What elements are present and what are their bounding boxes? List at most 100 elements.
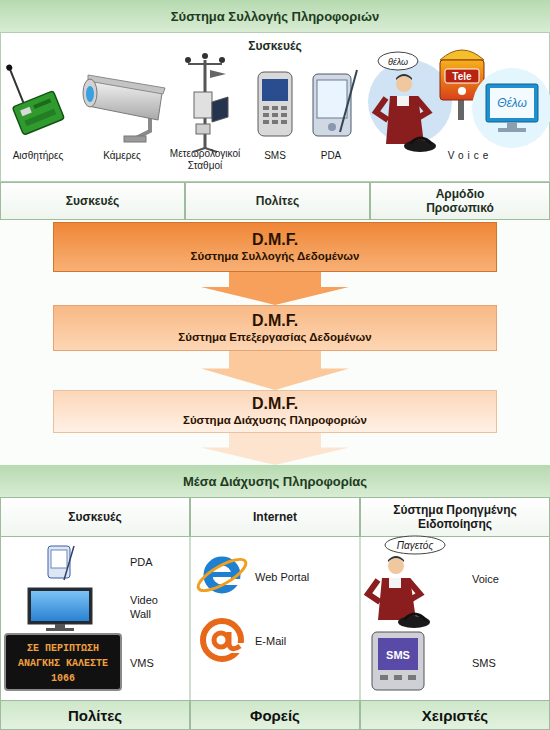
sms-device-icon-part bbox=[408, 675, 416, 680]
pda-icon bbox=[48, 546, 74, 580]
mobile-phone-icon-part bbox=[281, 120, 287, 124]
node-title: D.M.F. bbox=[252, 395, 298, 413]
audience-cell: Φορείς bbox=[190, 700, 360, 730]
sms-device-icon-part bbox=[380, 675, 388, 680]
sensor-icon bbox=[0, 53, 64, 135]
pda-icon-part bbox=[313, 74, 351, 136]
mobile-phone-icon-part bbox=[272, 120, 278, 124]
web-portal-icon-part bbox=[224, 579, 242, 585]
emergency-phone-icon-part bbox=[458, 87, 466, 95]
devices-panel: Συσκευές bbox=[0, 32, 550, 182]
section-panel: Σύστημα Συλλογής ΠληροφοριώνΣυσκευέςΣυσκ… bbox=[0, 0, 550, 220]
mobile-phone-icon-part bbox=[262, 79, 288, 101]
voice-caller-icon-part bbox=[396, 76, 412, 92]
node-title: Μέσα Διάχυσης Πληροφορίας bbox=[0, 465, 550, 498]
web-portal-icon-part bbox=[210, 572, 235, 577]
sensor-icon-part bbox=[33, 99, 51, 109]
node-title: Πολίτες bbox=[68, 707, 122, 724]
pda-icon-part bbox=[64, 546, 74, 580]
process-box: D.M.F.Σύστημα Επεξεργασίας Δεδομένων bbox=[53, 305, 497, 351]
emergency-phone-icon bbox=[440, 50, 484, 120]
audience-cell: Πολίτες bbox=[0, 700, 190, 730]
node-title: Αρμόδιο Προσωπικό bbox=[410, 187, 510, 215]
node-title: Σύστημα Προηγμένης Ειδοποίησης bbox=[380, 503, 530, 531]
video-wall-icon-part bbox=[46, 628, 74, 631]
mobile-phone-icon-part bbox=[263, 106, 269, 110]
voice-caller-icon-part bbox=[385, 536, 445, 554]
voice-caller-icon-part bbox=[396, 74, 412, 80]
voice-caller-icon-part bbox=[410, 138, 432, 144]
computer-monitor-icon-part bbox=[507, 122, 517, 128]
video-wall-icon-part bbox=[31, 591, 89, 621]
weather-station-icon bbox=[185, 53, 228, 152]
node-title: Συσκευές bbox=[0, 39, 550, 53]
voice-caller-icon-part bbox=[368, 580, 380, 602]
voice-caller-icon-part bbox=[408, 580, 420, 600]
email-icon bbox=[203, 621, 244, 659]
email-icon-part bbox=[214, 633, 228, 647]
sensor-icon-part bbox=[10, 69, 23, 102]
column-divider-part bbox=[190, 537, 191, 700]
voice-caller-icon-part bbox=[397, 96, 409, 106]
source-cell: Πολίτες bbox=[185, 182, 370, 220]
voice-caller-icon-part bbox=[386, 96, 424, 144]
computer-monitor-icon-part bbox=[498, 128, 526, 132]
email-icon-part bbox=[203, 621, 241, 659]
camera-icon-part bbox=[86, 86, 94, 102]
sensor-icon-part bbox=[12, 91, 64, 135]
emergency-phone-icon-part bbox=[440, 60, 484, 100]
audience-cell: Χειριστές bbox=[360, 700, 550, 730]
pda-icon-part bbox=[340, 70, 357, 132]
voice-caller-icon-part bbox=[404, 614, 426, 620]
mobile-phone-icon-part bbox=[272, 113, 278, 117]
node-title: Φορείς bbox=[250, 707, 300, 724]
web-portal-icon-part bbox=[208, 561, 236, 589]
weather-station-icon-part bbox=[185, 57, 191, 63]
mobile-phone-icon-part bbox=[263, 120, 269, 124]
emergency-phone-icon-part bbox=[440, 50, 484, 60]
pda-icon-part bbox=[328, 123, 336, 131]
weather-station-icon-part bbox=[188, 63, 222, 65]
section-panel: Μέσα Διάχυσης ΠληροφορίαςΣυσκευές Interne… bbox=[0, 465, 550, 730]
vms-sign-icon bbox=[5, 634, 121, 690]
mobile-phone-icon bbox=[258, 72, 292, 136]
emergency-phone-icon-part bbox=[445, 69, 479, 83]
node-title: D.M.F. bbox=[252, 231, 298, 249]
source-cell: Αρμόδιο Προσωπικό bbox=[370, 182, 550, 220]
weather-station-icon-part bbox=[219, 57, 225, 63]
node-title: Internet bbox=[253, 510, 297, 524]
voice-caller-icon-part bbox=[404, 140, 436, 152]
camera-icon bbox=[83, 75, 165, 142]
camera-icon-part bbox=[88, 75, 165, 94]
voice-caller-icon-part bbox=[376, 98, 388, 120]
voice-caller-icon-part bbox=[378, 52, 418, 70]
flow-arrow bbox=[201, 272, 349, 305]
voice-caller-icon-part bbox=[398, 616, 430, 628]
camera-icon-part bbox=[124, 136, 146, 142]
column-header: Σύστημα Προηγμένης Ειδοποίησης bbox=[360, 497, 550, 537]
pda-icon-part bbox=[48, 546, 70, 578]
pda-icon-part bbox=[51, 550, 67, 568]
sms-device-icon-part bbox=[394, 675, 402, 680]
voice-caller-icon bbox=[368, 536, 445, 628]
video-wall-icon-part bbox=[55, 624, 65, 628]
flow-arrow bbox=[201, 351, 349, 390]
column-header: Internet bbox=[190, 497, 360, 537]
weather-station-icon-part bbox=[204, 60, 207, 148]
sensor-icon-part bbox=[24, 109, 56, 127]
node-subtitle: Σύστημα Συλλογής Δεδομένων bbox=[191, 249, 360, 264]
sms-device-icon-part bbox=[378, 638, 418, 670]
voice-caller-icon-part bbox=[368, 60, 452, 144]
weather-station-icon-part bbox=[205, 148, 217, 152]
sms-device-icon bbox=[372, 632, 424, 690]
pda-icon bbox=[313, 70, 357, 136]
mobile-phone-icon-part bbox=[263, 113, 269, 117]
mobile-phone-icon-part bbox=[258, 72, 292, 136]
column-divider bbox=[190, 537, 360, 700]
node-title: Συσκευές bbox=[66, 194, 119, 208]
flow-arrow bbox=[201, 433, 349, 465]
node-subtitle: Σύστημα Διάχυσης Πληροφοριών bbox=[183, 413, 367, 428]
column-header: Συσκευές bbox=[0, 497, 190, 537]
